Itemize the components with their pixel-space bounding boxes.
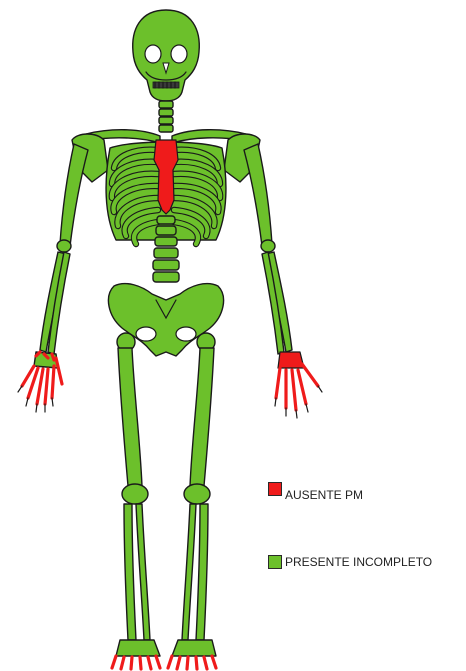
legend-label-present: PRESENTE INCOMPLETO (285, 555, 432, 569)
legend-swatch-present (268, 555, 282, 569)
cervical-spine (159, 101, 173, 132)
left-hand (18, 352, 62, 412)
right-leg (182, 333, 215, 640)
right-hand (275, 352, 322, 418)
left-foot (112, 640, 160, 669)
lower-spine (153, 216, 179, 282)
legend-item-present: PRESENTE INCOMPLETO (268, 555, 432, 569)
right-foot (168, 640, 216, 669)
skull (133, 10, 200, 101)
left-arm (40, 144, 88, 354)
legend-item-absent: AUSENTE PM (268, 482, 363, 502)
right-arm (244, 144, 292, 354)
left-leg (117, 333, 150, 640)
legend-label-absent: AUSENTE PM (285, 488, 363, 502)
legend-swatch-absent (268, 482, 282, 496)
